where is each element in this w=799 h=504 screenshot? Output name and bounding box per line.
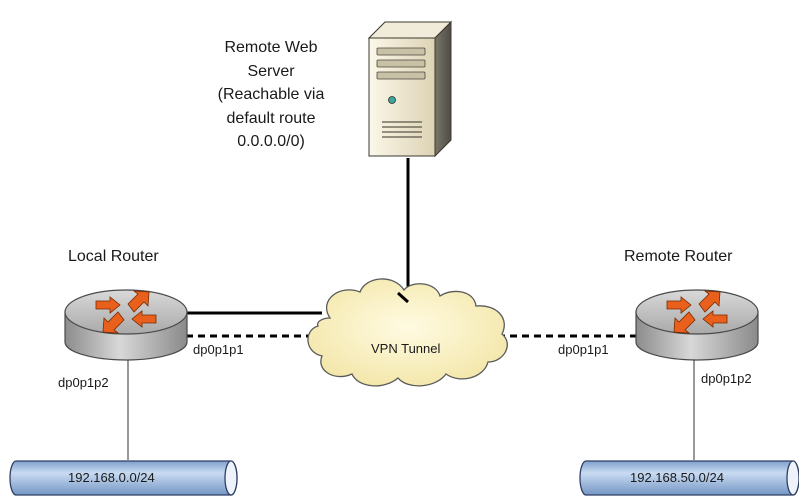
local-network-segment-icon	[9, 460, 238, 496]
server-caption-line: (Reachable via	[217, 86, 325, 103]
server-caption: Remote Web Server (Reachable via default…	[196, 36, 346, 154]
remote-wan-interface-label: dp0p1p1	[558, 342, 609, 357]
local-network-label: 192.168.0.0/24	[68, 470, 155, 485]
local-lan-interface-label: dp0p1p2	[58, 375, 109, 390]
local-wan-interface-label: dp0p1p1	[193, 342, 244, 357]
remote-router-icon	[635, 289, 759, 361]
remote-router-label: Remote Router	[624, 248, 733, 265]
server-caption-line: 0.0.0.0/0)	[237, 133, 305, 150]
server-icon	[367, 20, 453, 158]
remote-lan-interface-label: dp0p1p2	[701, 371, 752, 386]
local-router-icon	[64, 289, 188, 361]
cloud-icon	[307, 278, 508, 387]
vpn-tunnel-label: VPN Tunnel	[371, 341, 441, 356]
server-caption-line: Server	[247, 62, 295, 80]
server-caption-line: Remote Web	[224, 39, 318, 56]
server-caption-line: default route	[226, 109, 316, 127]
remote-network-label: 192.168.50.0/24	[630, 470, 724, 485]
local-router-label: Local Router	[68, 248, 159, 265]
remote-network-segment-icon	[579, 460, 799, 496]
